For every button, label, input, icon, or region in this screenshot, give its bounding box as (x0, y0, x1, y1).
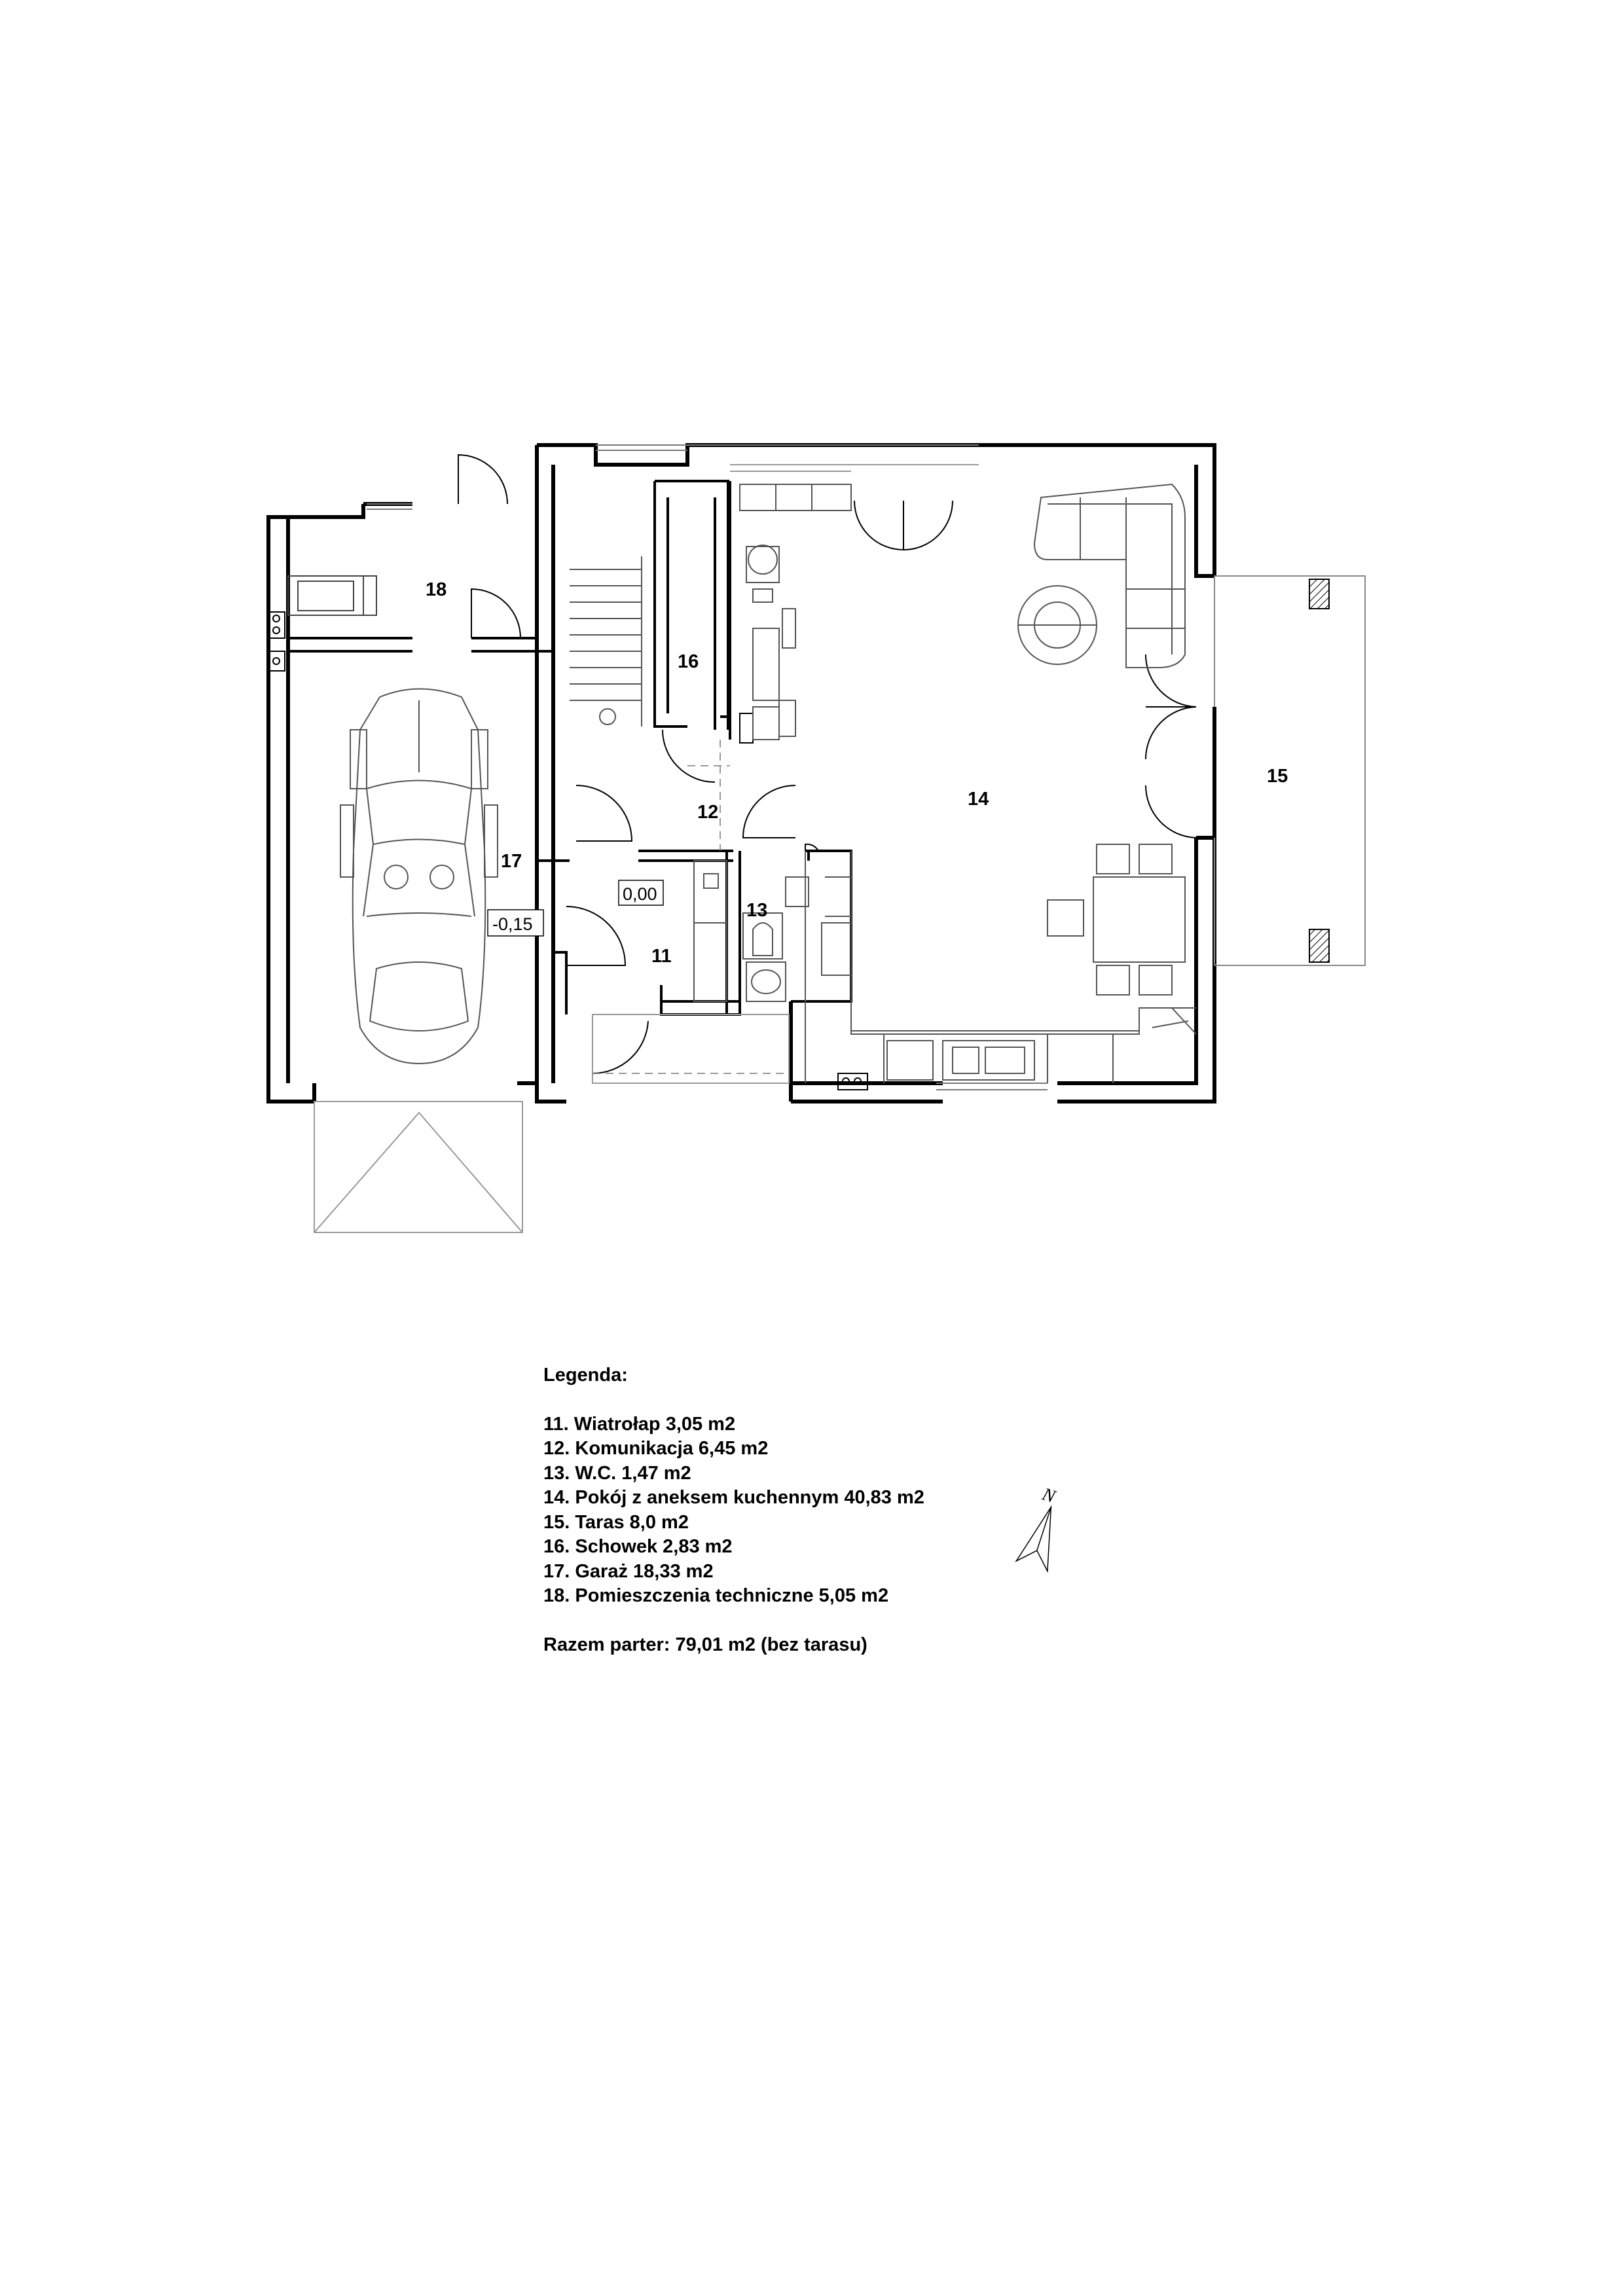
level-box-entrance (618, 880, 664, 906)
doors (458, 454, 1197, 1075)
garage-canopy (314, 1101, 523, 1233)
room-label-11: 11 (651, 946, 672, 967)
legend-item: 11. Wiatrołap 3,05 m2 (543, 1413, 736, 1435)
north-letter: N (1039, 1484, 1059, 1507)
kitchen-counter (805, 851, 1197, 1083)
coffee-table-icon (1017, 585, 1097, 665)
room-label-12: 12 (697, 802, 718, 823)
windows (314, 444, 1048, 1102)
legend-item: 12. Komunikacja 6,45 m2 (543, 1438, 769, 1459)
tv-cabinet-icon (739, 484, 852, 511)
legend-total: Razem parter: 79,01 m2 (bez tarasu) (543, 1634, 867, 1655)
car-icon (340, 688, 498, 1065)
legend-item: 16. Schowek 2,83 m2 (543, 1536, 733, 1557)
legend-item: 17. Garaż 18,33 m2 (543, 1560, 714, 1582)
armchairs-icon (752, 608, 796, 740)
dining-table-icon (1047, 844, 1186, 996)
wc-fixtures (742, 876, 809, 1002)
legend-item: 15. Taras 8,0 m2 (543, 1511, 689, 1533)
porch-outline (592, 1014, 790, 1084)
level-marker-garage: -0,15 (492, 914, 533, 934)
wardrobe (693, 860, 727, 1002)
legend-item: 18. Pomieszczenia techniczne 5,05 m2 (543, 1585, 889, 1606)
terrace-post-top (1309, 579, 1330, 609)
terrace-post-bottom (1309, 929, 1330, 963)
legend-item: 13. W.C. 1,47 m2 (543, 1462, 691, 1484)
dashed-lines (593, 740, 789, 1074)
boiler-equipment (287, 575, 377, 616)
stairs (570, 556, 642, 726)
legend-item: 14. Pokój z aneksem kuchennym 40,83 m2 (543, 1487, 924, 1508)
entrance-window (730, 464, 979, 472)
terrace-outline (1214, 575, 1366, 966)
exterior-walls (266, 443, 1216, 1103)
fireplace-icon (746, 545, 780, 603)
room-label-16: 16 (678, 651, 699, 672)
level-marker-entrance: 0,00 (623, 884, 657, 904)
room-label-15: 15 (1267, 766, 1288, 787)
legend: Legenda: 11. Wiatrołap 3,05 m2 12. Komun… (543, 1363, 1133, 1657)
legend-title: Legenda: (543, 1365, 628, 1386)
room-label-18: 18 (426, 579, 447, 600)
sofa-icon (1033, 483, 1186, 668)
level-box-garage (487, 909, 544, 937)
north-arrow-icon: N (1015, 1484, 1059, 1573)
legend-list: 11. Wiatrołap 3,05 m2 12. Komunikacja 6,… (543, 1412, 1133, 1609)
interior-walls (288, 480, 852, 1016)
room-label-17: 17 (501, 851, 522, 872)
room-label-13: 13 (746, 900, 767, 921)
room-label-14: 14 (968, 789, 989, 810)
